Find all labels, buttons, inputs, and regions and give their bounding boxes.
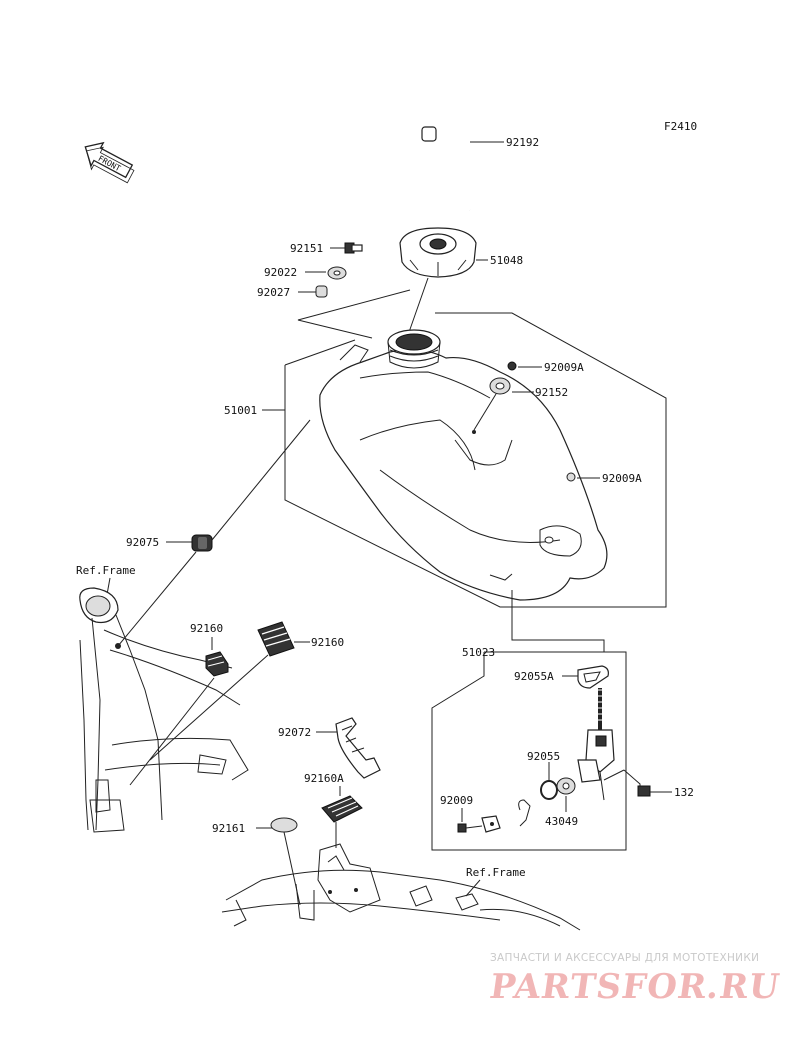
gasket-92055A <box>562 665 609 689</box>
frame-left <box>79 587 249 833</box>
part-label-92161: 92161 <box>212 822 245 835</box>
part-label-92055: 92055 <box>527 750 560 763</box>
screw-92009 <box>457 799 531 833</box>
part-label-92192: 92192 <box>506 136 539 149</box>
o-ring-92055 <box>540 762 558 800</box>
watermark-tagline: ЗАПЧАСТИ И АКСЕССУАРЫ ДЛЯ МОТОТЕХНИКИ <box>490 952 760 964</box>
fuel-tank <box>319 329 608 601</box>
front-arrow-icon: FRONT <box>84 141 135 184</box>
bolt-92151 <box>330 242 363 254</box>
part-label-92152: 92152 <box>535 386 568 399</box>
part-label-92027: 92027 <box>257 286 290 299</box>
ref-frame-label-left: Ref.Frame <box>76 564 136 577</box>
cap-92161 <box>256 817 301 906</box>
bolt-92009A-mid <box>566 472 600 482</box>
strainer-43049 <box>556 777 576 812</box>
part-label-51048: 51048 <box>490 254 523 267</box>
part-label-51023: 51023 <box>462 646 495 659</box>
part-label-51001: 51001 <box>224 404 257 417</box>
part-label-92075: 92075 <box>126 536 159 549</box>
breather-hose <box>421 126 504 211</box>
part-label-43049: 43049 <box>545 815 578 828</box>
ref-frame-label-rear: Ref.Frame <box>466 866 526 879</box>
collar-92027 <box>298 285 328 298</box>
pad-92160-left: 92160 <box>129 622 229 786</box>
strap-92072 <box>316 717 381 779</box>
frame-rear <box>221 843 581 931</box>
bolt-92009A-top <box>507 361 542 371</box>
pad-92160-right: 92160 <box>149 621 344 761</box>
pad-92160A: 92160A <box>304 772 363 848</box>
bolt-132 <box>637 785 672 797</box>
part-label-92160A: 92160A <box>304 772 344 785</box>
grommet-92075 <box>117 419 311 647</box>
fuel-cap <box>399 227 488 336</box>
part-label-92009: 92009 <box>440 794 473 807</box>
part-label-92151: 92151 <box>290 242 323 255</box>
diagram-code: F2410 <box>664 120 697 133</box>
part-label-92160-right: 92160 <box>311 636 344 649</box>
fuel-cock <box>577 688 641 801</box>
part-label-92009A-top: 92009A <box>544 361 584 374</box>
damper-92152 <box>473 377 534 431</box>
part-label-92055A: 92055A <box>514 670 554 683</box>
part-label-132: 132 <box>674 786 694 799</box>
part-label-92072: 92072 <box>278 726 311 739</box>
part-label-92022: 92022 <box>264 266 297 279</box>
watermark-logo: PARTSFOR.RU <box>487 967 783 1007</box>
part-label-92160-left: 92160 <box>190 622 223 635</box>
washer-92022 <box>305 266 347 280</box>
part-label-92009A-mid: 92009A <box>602 472 642 485</box>
